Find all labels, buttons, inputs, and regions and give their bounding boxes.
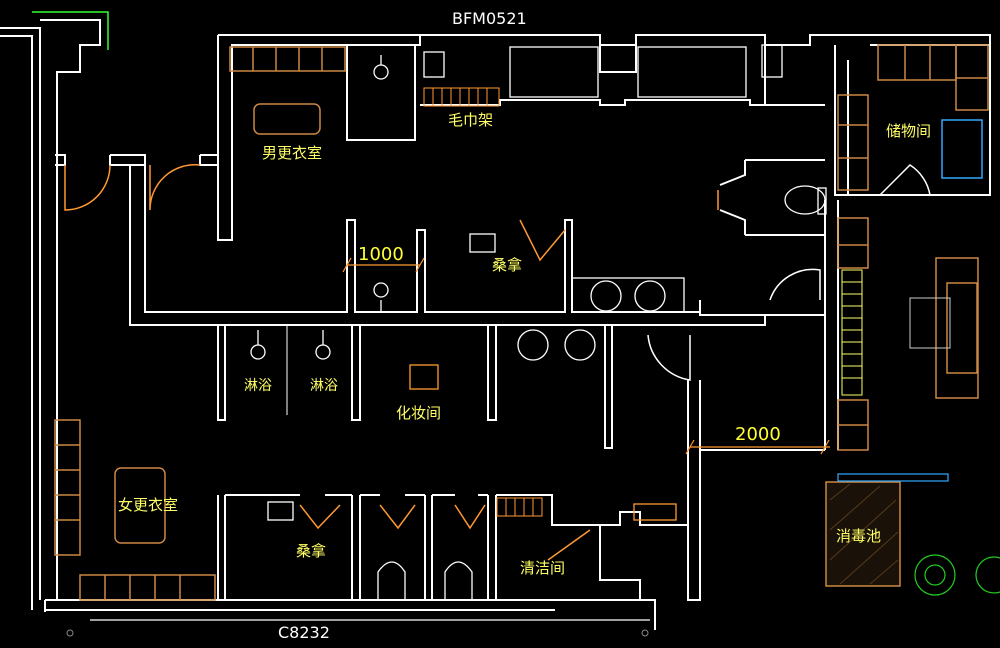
basin-4	[564, 329, 596, 361]
door-code-top: BFM0521	[452, 9, 527, 28]
shower-head-icon	[250, 55, 389, 360]
dimension-1000: 1000	[358, 244, 404, 265]
basin-3	[517, 329, 549, 361]
basin-1	[590, 280, 622, 312]
mens-bench	[253, 103, 321, 135]
radiator-icon	[841, 269, 863, 396]
grid-marker	[641, 629, 649, 637]
label-makeup: 化妆间	[396, 404, 441, 422]
towel-rack-icon	[423, 87, 543, 517]
fixtures	[250, 44, 827, 600]
label-sauna-top: 桑拿	[492, 256, 522, 274]
plant-icon	[914, 554, 1000, 596]
grid-marker	[66, 629, 74, 637]
label-womens-locker: 女更衣室	[118, 496, 178, 514]
furniture	[114, 103, 983, 544]
urinal-2	[444, 561, 473, 600]
dimension-lines	[342, 257, 830, 455]
womens-bench	[114, 467, 166, 544]
window-code-bottom: C8232	[278, 623, 330, 642]
dimension-2000: 2000	[735, 424, 781, 445]
lounge-sofa	[935, 257, 979, 399]
urinal-1	[377, 561, 406, 600]
label-cleaning: 清洁间	[520, 559, 565, 577]
label-storage: 储物间	[886, 122, 931, 140]
toilet	[784, 185, 826, 215]
locker-rows	[54, 44, 989, 601]
label-shower-2: 淋浴	[310, 378, 338, 394]
storage-shelf	[941, 119, 983, 179]
doors	[64, 163, 931, 561]
disinfection-pool	[825, 473, 949, 587]
label-shower-1: 淋浴	[244, 378, 272, 394]
label-disinfection-pool: 消毒池	[836, 527, 881, 545]
basin-2	[634, 280, 666, 312]
label-sauna-bottom: 桑拿	[296, 542, 326, 560]
label-mens-locker: 男更衣室	[262, 144, 322, 162]
label-towel-rack: 毛巾架	[448, 111, 493, 129]
